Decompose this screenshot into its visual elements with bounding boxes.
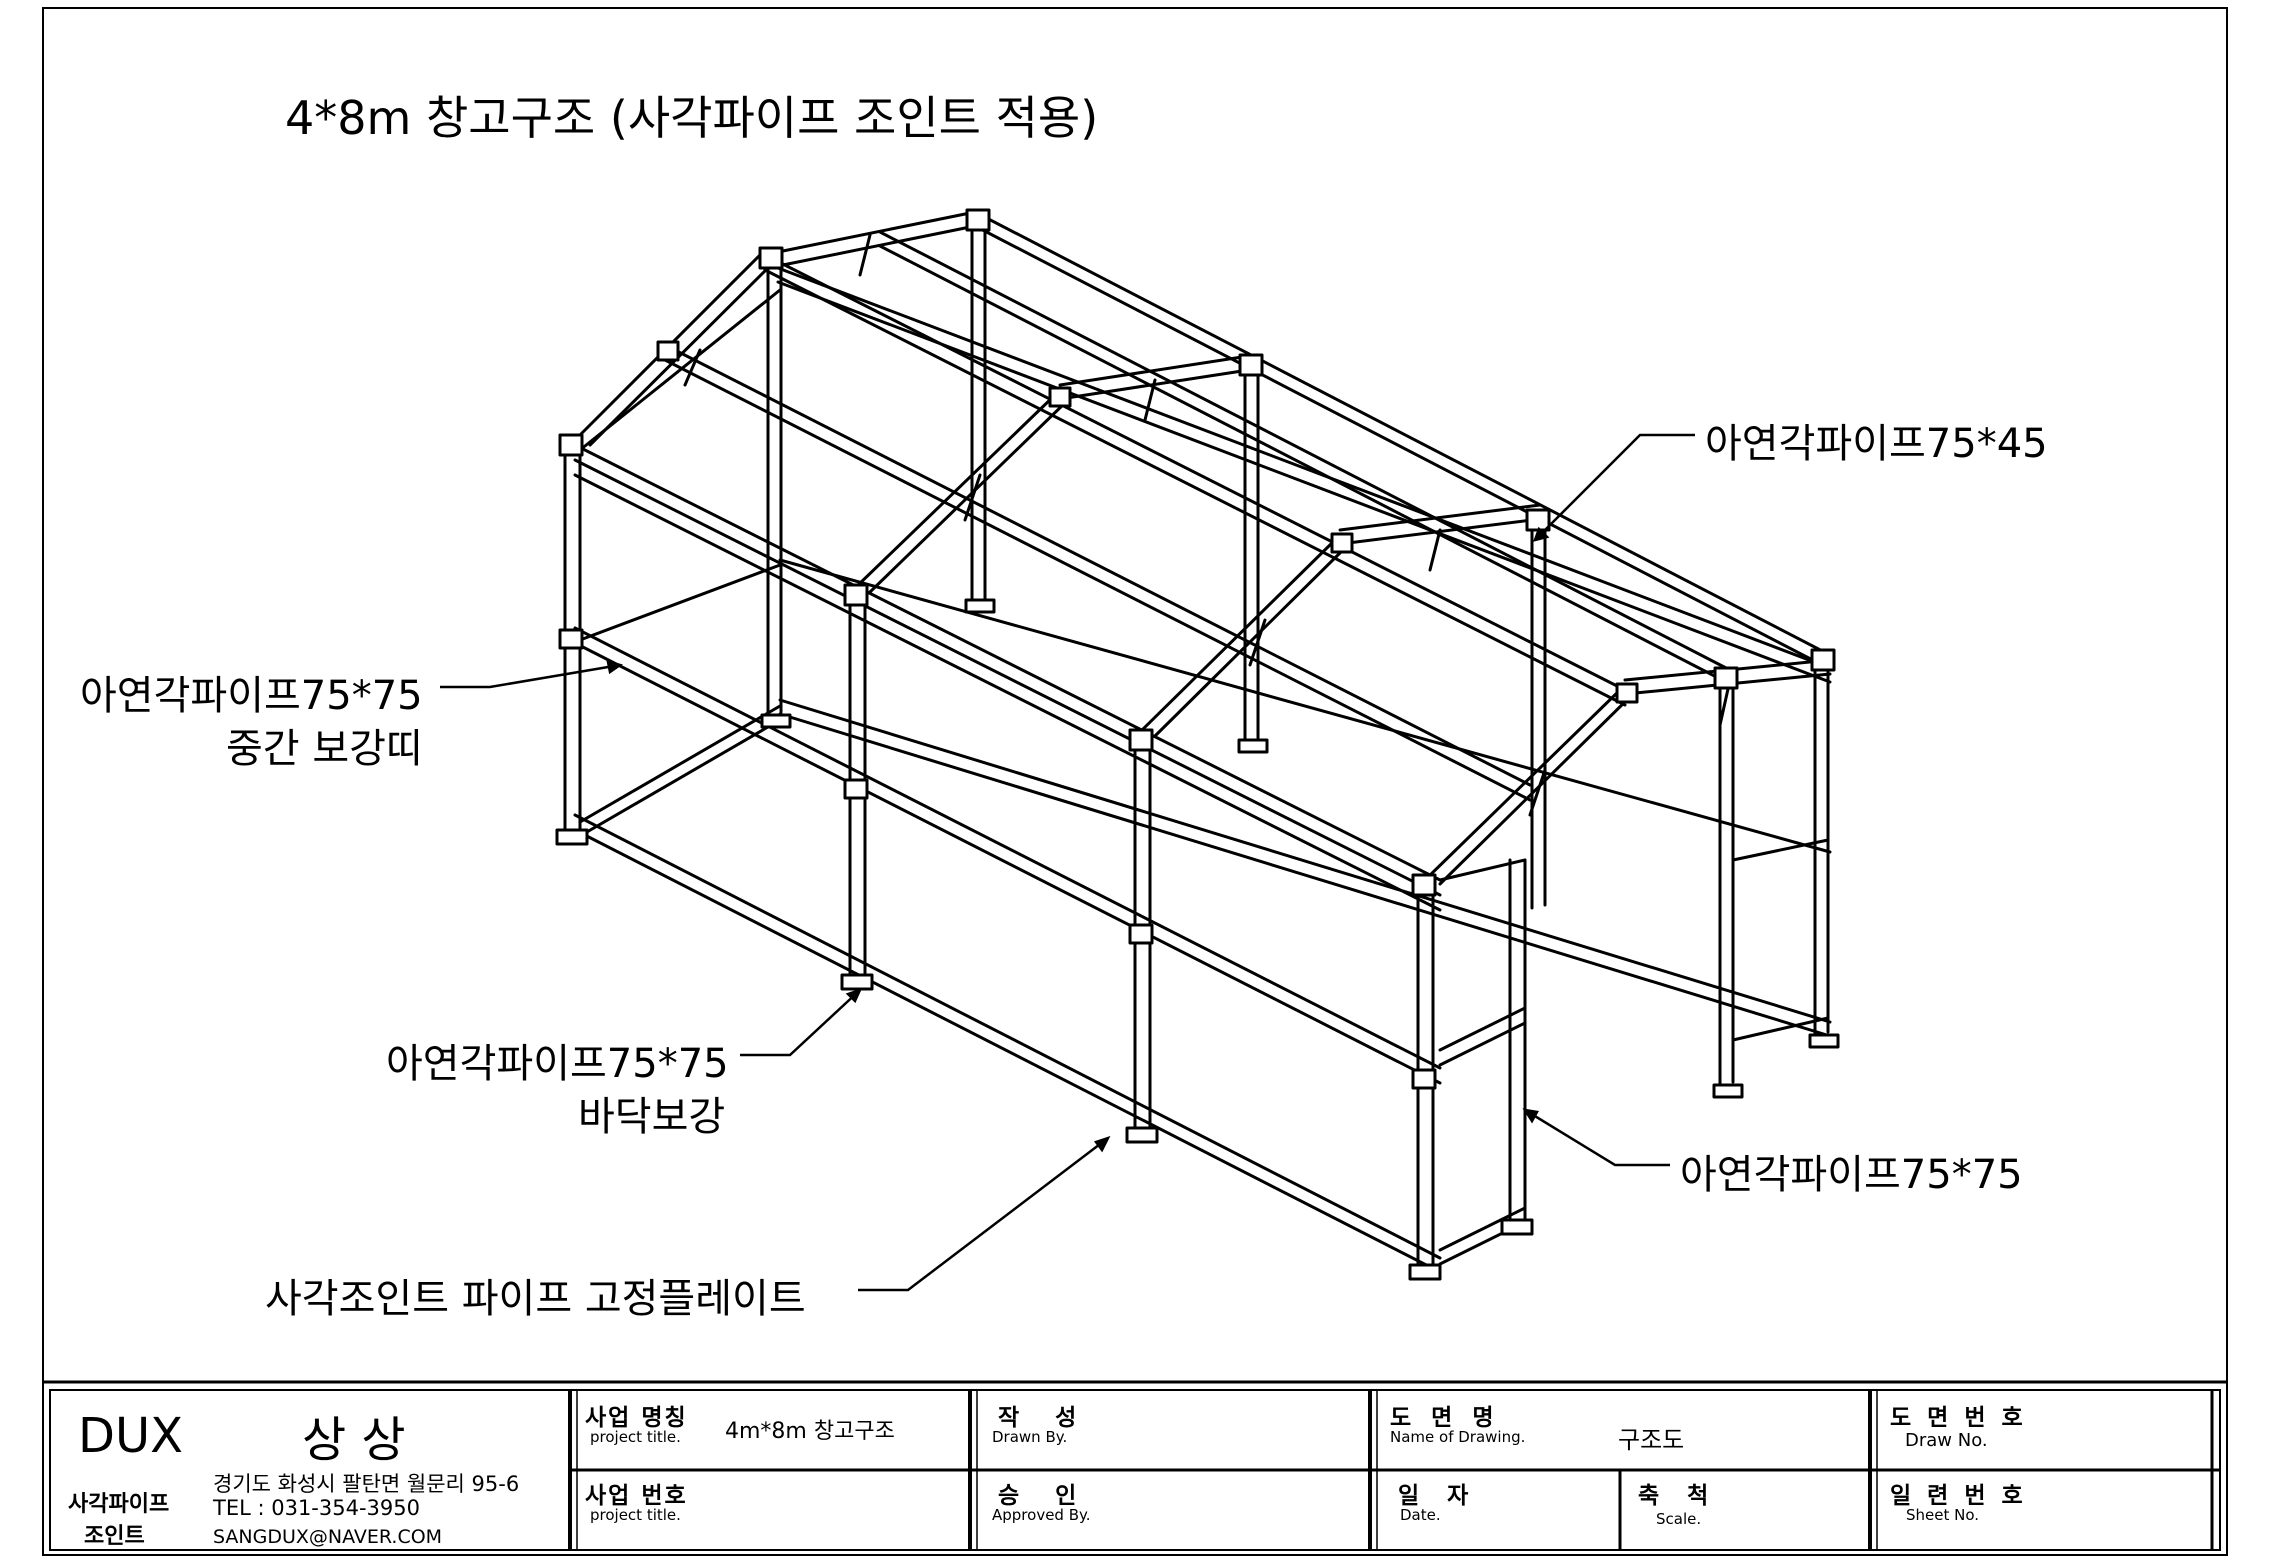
- callout-mid-reinforce-pipe: 아연각파이프75*75: [80, 673, 423, 719]
- callout-roof-pipe: 아연각파이프75*45: [1705, 421, 2048, 467]
- leader-floor-reinforce: [740, 989, 861, 1057]
- drawn-by-label: 작 성: [998, 1405, 1091, 1431]
- callout-mid-reinforce-desc: 중간 보강띠: [226, 726, 423, 772]
- sheet-number-sublabel: Sheet No.: [1906, 1506, 1980, 1524]
- callout-fixing-plate: 사각조인트 파이프 고정플레이트: [265, 1276, 806, 1322]
- drawing-number-sublabel: Draw No.: [1905, 1430, 1988, 1451]
- warehouse-frame: [555, 208, 1840, 1281]
- leader-fixing-plate: [858, 1137, 1109, 1292]
- callout-floor-reinforce-pipe: 아연각파이프75*75: [386, 1041, 729, 1087]
- drawing-title: 4*8m 창고구조 (사각파이프 조인트 적용): [285, 91, 1099, 145]
- company-tel: TEL : 031-354-3950: [213, 1496, 420, 1520]
- company-product-line2: 조인트: [84, 1524, 145, 1549]
- company-email: SANGDUX@NAVER.COM: [213, 1526, 443, 1548]
- project-number-label: 사업 번호: [585, 1483, 688, 1509]
- drawing-name-label: 도 면 명: [1390, 1405, 1500, 1431]
- date-sublabel: Date.: [1400, 1506, 1441, 1524]
- leader-column-pipe: [1524, 1108, 1670, 1167]
- drawing-number-label: 도 면 번 호: [1890, 1405, 2027, 1431]
- scale-sublabel: Scale.: [1656, 1510, 1702, 1528]
- project-name-sublabel: project title.: [590, 1428, 681, 1446]
- sheet-border: [42, 7, 2228, 1556]
- company-name: 상 상: [302, 1412, 406, 1468]
- date-label: 일 자: [1398, 1483, 1479, 1509]
- drawing-name-sublabel: Name of Drawing.: [1390, 1428, 1526, 1446]
- leader-roof-pipe: [1534, 433, 1695, 541]
- scale-label: 축 척: [1638, 1483, 1719, 1509]
- callout-floor-reinforce-desc: 바닥보강: [578, 1094, 726, 1140]
- sheet-number-label: 일 련 번 호: [1890, 1483, 2027, 1509]
- approved-by-sublabel: Approved By.: [992, 1506, 1091, 1524]
- company-address: 경기도 화성시 팔탄면 월문리 95-6: [213, 1472, 520, 1496]
- leader-lines: [440, 433, 1695, 1292]
- leader-mid-reinforce: [440, 663, 621, 689]
- drawn-by-sublabel: Drawn By.: [992, 1428, 1068, 1446]
- project-number-sublabel: project title.: [590, 1506, 681, 1524]
- project-name-label: 사업 명칭: [585, 1405, 688, 1431]
- drawing-name-value: 구조도: [1618, 1426, 1685, 1454]
- approved-by-label: 승 인: [998, 1483, 1091, 1509]
- project-name-value: 4m*8m 창고구조: [725, 1419, 895, 1444]
- callout-column-pipe: 아연각파이프75*75: [1680, 1152, 2023, 1198]
- title-block-frame: [43, 1380, 2227, 1551]
- company-logo: DUX: [78, 1408, 183, 1464]
- company-product-line1: 사각파이프: [68, 1492, 170, 1517]
